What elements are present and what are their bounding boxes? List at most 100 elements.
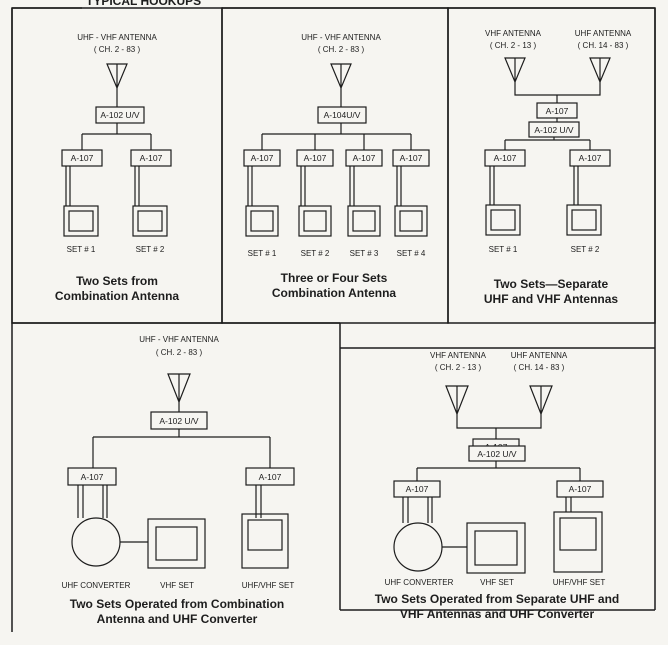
antenna-label: UHF ANTENNA [575, 29, 632, 38]
tv-set-icon [566, 204, 602, 236]
set-label: SET # 1 [489, 245, 518, 254]
coupler-label: A-107 [251, 153, 274, 163]
mixer-label: A-102 U/V [159, 416, 199, 426]
coupler-label: A-107 [140, 153, 163, 163]
set-label: SET # 1 [67, 245, 96, 254]
mixer-box [317, 106, 367, 124]
panel-four-sets-combination: UHF - VHF ANTENNA ( CH. 2 - 83 ) A-104U/… [243, 33, 430, 300]
coupler-box [296, 149, 334, 167]
set-label: UHF/VHF SET [242, 581, 295, 590]
antenna-icon [167, 373, 191, 404]
mixer-label: A-102 U/V [534, 125, 574, 135]
header-title: TYPICAL HOOKUPS [86, 0, 201, 8]
coupler-box [245, 467, 295, 486]
caption-line: Two Sets Operated from Separate UHF and [375, 592, 620, 606]
antenna-label: VHF ANTENNA [485, 29, 542, 38]
panel-borders [11, 7, 656, 632]
antenna-icon [589, 57, 611, 84]
caption-line: Combination Antenna [272, 286, 397, 300]
set-label: SET # 1 [248, 249, 277, 258]
panel-two-sets-combination: UHF - VHF ANTENNA ( CH. 2 - 83 ) A-102 U… [55, 33, 180, 303]
mixer-box [95, 106, 145, 124]
set-label: UHF/VHF SET [553, 578, 606, 587]
mixer-label: A-102 U/V [100, 110, 140, 120]
caption-line: Combination Antenna [55, 289, 180, 303]
coupler-label: A-107 [406, 484, 429, 494]
antenna-channels: ( CH. 14 - 83 ) [514, 363, 565, 372]
set-label: UHF CONVERTER [385, 578, 454, 587]
caption-line: Two Sets from [76, 274, 158, 288]
coupler-box [67, 467, 117, 486]
tv-set-icon [63, 205, 99, 237]
coupler-box [345, 149, 383, 167]
antenna-channels: ( CH. 14 - 83 ) [578, 41, 629, 50]
antenna-channels: ( CH. 2 - 13 ) [435, 363, 482, 372]
coupler-label: A-107 [71, 153, 94, 163]
caption-line: Two Sets—Separate [494, 277, 609, 291]
set-label: SET # 3 [350, 249, 379, 258]
panel-combination-with-converter: UHF - VHF ANTENNA ( CH. 2 - 83 ) A-102 U… [62, 335, 295, 626]
set-label: UHF CONVERTER [62, 581, 131, 590]
antenna-icon [529, 385, 553, 416]
coupler-box [392, 149, 430, 167]
coupler-box [556, 480, 604, 498]
tv-set-icon [485, 204, 521, 236]
tv-set-icon [241, 513, 289, 569]
coupler-label: A-107 [494, 153, 517, 163]
coupler-label: A-107 [81, 472, 104, 482]
coupler-label: A-107 [259, 472, 282, 482]
caption-line: Antenna and UHF Converter [97, 612, 258, 626]
tv-set-icon [466, 522, 526, 574]
antenna-icon [445, 385, 469, 416]
tv-set-icon [147, 518, 206, 569]
caption-line: Two Sets Operated from Combination [70, 597, 284, 611]
coupler-box [484, 149, 526, 167]
antenna-label: VHF ANTENNA [430, 351, 487, 360]
set-label: SET # 2 [136, 245, 165, 254]
coupler-label: A-107 [569, 484, 592, 494]
coupler-label: A-107 [579, 153, 602, 163]
coupler-label: A-107 [400, 153, 423, 163]
antenna-icon [330, 63, 352, 90]
antenna-label: UHF - VHF ANTENNA [139, 335, 219, 344]
coupler-box [393, 480, 441, 498]
mixer-box [468, 445, 526, 462]
coupler-box [61, 149, 103, 167]
tv-set-icon [245, 205, 279, 237]
uhf-converter-icon [393, 522, 443, 572]
coupler-label: A-107 [546, 106, 569, 116]
panel-separate-with-converter: VHF ANTENNA ( CH. 2 - 13 ) UHF ANTENNA (… [375, 351, 620, 621]
coupler-box [569, 149, 611, 167]
tv-set-icon [298, 205, 332, 237]
antenna-channels: ( CH. 2 - 83 ) [318, 45, 365, 54]
mixer-label: A-104U/V [324, 110, 361, 120]
panel-two-sets-separate: VHF ANTENNA ( CH. 2 - 13 ) UHF ANTENNA (… [484, 29, 632, 306]
coupler-label: A-107 [353, 153, 376, 163]
tv-set-icon [347, 205, 381, 237]
coupler-box [243, 149, 281, 167]
antenna-channels: ( CH. 2 - 13 ) [490, 41, 537, 50]
antenna-label: UHF - VHF ANTENNA [301, 33, 381, 42]
antenna-label: UHF ANTENNA [511, 351, 568, 360]
tv-set-icon [553, 511, 603, 573]
antenna-icon [504, 57, 526, 84]
caption-line: Three or Four Sets [281, 271, 388, 285]
tv-set-icon [132, 205, 168, 237]
antenna-channels: ( CH. 2 - 83 ) [94, 45, 141, 54]
mixer-label: A-102 U/V [477, 449, 517, 459]
coupler-label: A-107 [304, 153, 327, 163]
tv-set-icon [394, 205, 428, 237]
caption-line: VHF Antennas and UHF Converter [400, 607, 595, 621]
antenna-channels: ( CH. 2 - 83 ) [156, 348, 203, 357]
set-label: VHF SET [480, 578, 514, 587]
set-label: VHF SET [160, 581, 194, 590]
uhf-converter-icon [71, 517, 121, 567]
set-label: SET # 2 [571, 245, 600, 254]
coupler-box [130, 149, 172, 167]
antenna-icon [106, 63, 128, 90]
set-label: SET # 2 [301, 249, 330, 258]
caption-line: UHF and VHF Antennas [484, 292, 619, 306]
antenna-label: UHF - VHF ANTENNA [77, 33, 157, 42]
set-label: SET # 4 [397, 249, 426, 258]
